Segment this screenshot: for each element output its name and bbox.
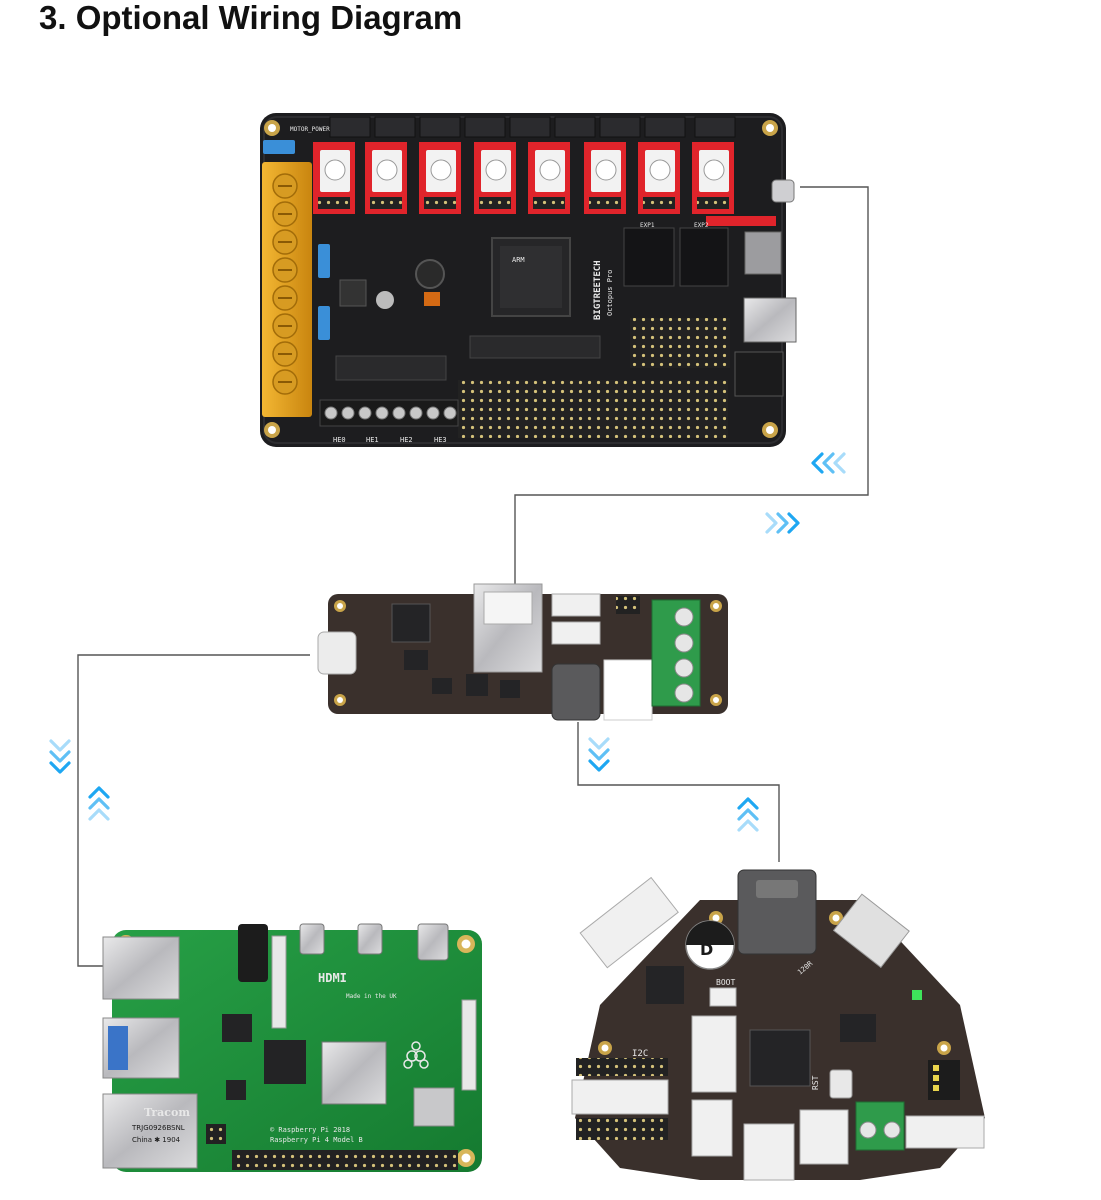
pin-headers [458, 380, 728, 438]
wire-adapter-to-raspberry-pi [77, 654, 310, 967]
usb-a-port [473, 583, 543, 673]
usb-c-port [317, 631, 357, 675]
brand-label: BIGTREETECH [593, 260, 603, 320]
boot-label: BOOT [716, 978, 735, 987]
wire-usb-main-to-adapter [514, 186, 869, 585]
heater-label: HE3 [434, 436, 447, 444]
side-ports [734, 179, 797, 397]
model-label: Octopus Pro [606, 270, 614, 316]
usb-adapter-board [317, 583, 728, 721]
gpio-header [232, 1150, 458, 1170]
svg-text:TRJG0926BSNL: TRJG0926BSNL [131, 1124, 185, 1132]
i2c-label: I2C [632, 1049, 648, 1059]
jack-brand: Tracom [144, 1106, 190, 1119]
svg-text:EXP2: EXP2 [694, 222, 709, 229]
usb-c-power-port [417, 923, 449, 961]
hdmi-label: HDMI [318, 971, 347, 985]
heater-label: HE0 [333, 436, 346, 444]
svg-text:China ✱ 1904: China ✱ 1904 [132, 1136, 181, 1144]
adapter-chip [391, 603, 431, 643]
chevron-right-icon [765, 512, 800, 534]
chevron-left-icon [811, 452, 846, 474]
fuses [263, 140, 330, 340]
power-jack [551, 663, 601, 721]
main-board: MOTOR_POWER [260, 113, 797, 447]
svg-text:Made in the UK: Made in the UK [346, 993, 397, 1000]
exp-headers: EXP1 EXP2 [623, 222, 729, 287]
toolhead-board: D BOOT 120R I2C RST [571, 869, 985, 1181]
raspberry-logo [403, 1041, 429, 1069]
chevron-down-icon [588, 737, 610, 772]
audio-jack [238, 924, 268, 982]
power-terminal [262, 162, 312, 417]
toolboard-mcu [749, 1029, 811, 1087]
heater-label: HE1 [366, 436, 379, 444]
svg-text:© Raspberry Pi 2018: © Raspberry Pi 2018 [270, 1126, 350, 1134]
usb-c-port [832, 893, 910, 969]
chevron-up-icon [737, 797, 759, 832]
micro-hdmi-port [299, 923, 325, 955]
svg-text:EXP1: EXP1 [640, 222, 655, 229]
dip-switch [928, 1060, 960, 1100]
raspberry-pi-board: Tracom TRJG0926BSNL China ✱ 1904 HDMI Ma… [102, 923, 482, 1172]
motor-connectors [329, 116, 736, 138]
stepper-drivers [313, 142, 734, 214]
page-title: 3. Optional Wiring Diagram [39, 0, 463, 36]
svg-text:ARM: ARM [512, 256, 525, 264]
mounting-holes [264, 120, 778, 438]
ram-chip [264, 1040, 306, 1084]
red-header [706, 216, 776, 226]
terminal-block-green [651, 599, 701, 707]
heater-terminals: HE0 HE1 HE2 HE3 [319, 399, 459, 444]
motor-power-label: MOTOR_POWER [290, 126, 330, 133]
fan-connector [579, 876, 679, 969]
chevron-up-icon [88, 786, 110, 821]
chevron-down-icon [49, 739, 71, 774]
passive-components [335, 259, 601, 381]
svg-text:Raspberry Pi 4 Model B: Raspberry Pi 4 Model B [270, 1136, 363, 1144]
rst-label: RST [811, 1075, 820, 1090]
heater-label: HE2 [400, 436, 413, 444]
svg-text:D: D [700, 940, 713, 959]
mcu-chip: ARM [491, 237, 571, 317]
usb-ethernet-ports: Tracom TRJG0926BSNL China ✱ 1904 [102, 936, 198, 1169]
reset-button [829, 1069, 853, 1099]
soc-chip [321, 1041, 387, 1105]
micro-hdmi-port [357, 923, 383, 955]
wire-adapter-to-toolboard [577, 722, 780, 862]
